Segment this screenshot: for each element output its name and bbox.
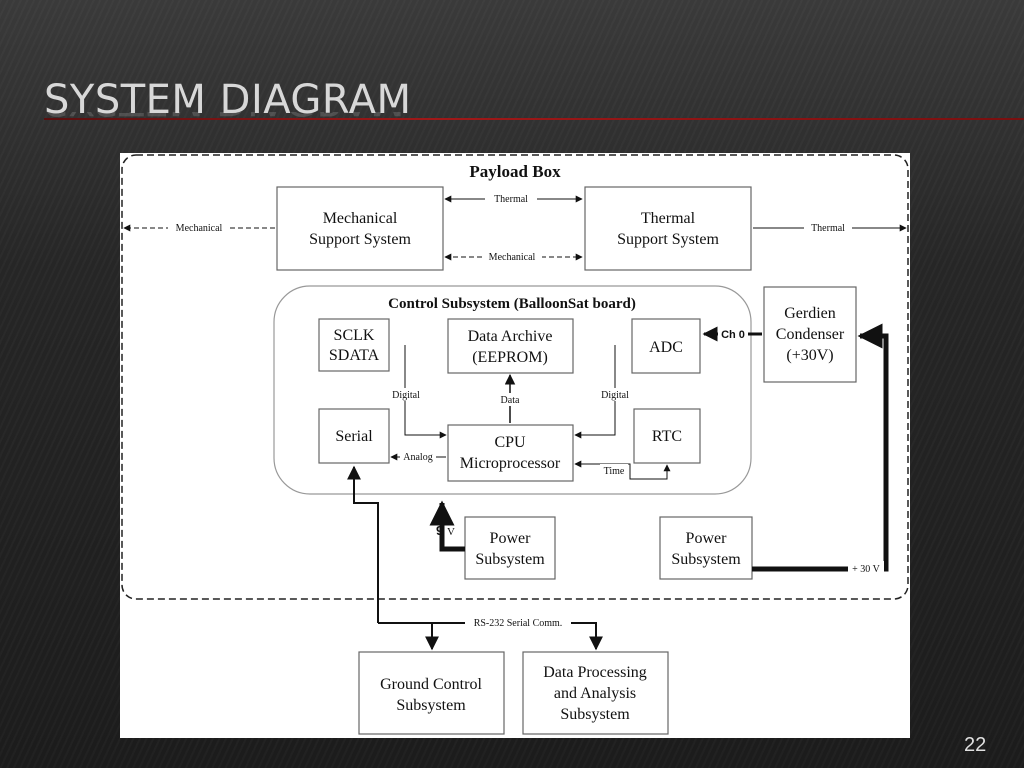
ground-control-label-1: Ground Control bbox=[380, 676, 482, 693]
power-subsystem-box-1 bbox=[464, 516, 556, 580]
power-subsystem-1-label-1: Power bbox=[490, 530, 532, 547]
title-divider bbox=[44, 118, 1024, 120]
thermal-support-box bbox=[584, 186, 752, 271]
time-label: Time bbox=[604, 466, 625, 477]
data-processing-label-3: Subsystem bbox=[560, 706, 630, 723]
gerdien-label-2: Condenser bbox=[776, 326, 845, 343]
sclk-sdata-box bbox=[318, 318, 390, 372]
digital-right-label: Digital bbox=[601, 390, 629, 401]
rtc-label: RTC bbox=[652, 428, 682, 445]
data-label: Data bbox=[501, 395, 520, 406]
power-subsystem-2-label-1: Power bbox=[686, 530, 728, 547]
payload-box-title: Payload Box bbox=[469, 162, 561, 181]
cpu-box bbox=[447, 424, 574, 482]
control-subsystem-title: Control Subsystem (BalloonSat board) bbox=[388, 296, 636, 312]
analog-label: Analog bbox=[403, 452, 432, 463]
data-archive-label-2: (EEPROM) bbox=[472, 349, 548, 366]
nine-volt-line bbox=[429, 500, 465, 552]
data-processing-label-2: and Analysis bbox=[554, 685, 636, 702]
rs232-bus bbox=[378, 622, 603, 651]
payload-box-border bbox=[121, 154, 909, 600]
mechanical-link-label: Mechanical bbox=[489, 252, 536, 263]
data-archive-box bbox=[447, 318, 574, 374]
serial-box bbox=[318, 408, 390, 464]
thermal-external-label: Thermal bbox=[811, 223, 845, 234]
slide-title: SYSTEM DIAGRAM bbox=[44, 77, 412, 123]
adc-label: ADC bbox=[649, 339, 683, 356]
digital-left-label: Digital bbox=[392, 390, 420, 401]
ground-control-box bbox=[358, 651, 505, 735]
thermal-link-label: Thermal bbox=[494, 194, 528, 205]
sdata-label: SDATA bbox=[329, 347, 380, 364]
thermal-support-label-2: Support System bbox=[617, 231, 719, 248]
data-processing-label-1: Data Processing bbox=[543, 664, 647, 681]
power-subsystem-2-label-2: Subsystem bbox=[671, 551, 741, 568]
power-subsystem-box-2 bbox=[659, 516, 753, 580]
mechanical-support-box bbox=[276, 186, 444, 271]
data-archive-label-1: Data Archive bbox=[468, 328, 553, 345]
rs232-label: RS-232 Serial Comm. bbox=[474, 618, 563, 629]
thermal-support-label-1: Thermal bbox=[641, 210, 696, 227]
slide-number: 22 bbox=[964, 734, 987, 756]
power-subsystem-1-label-2: Subsystem bbox=[475, 551, 545, 568]
mechanical-support-label-1: Mechanical bbox=[323, 210, 398, 227]
system-diagram: Payload Box Mechanical Support System Th… bbox=[120, 153, 910, 738]
rtc-box bbox=[633, 408, 701, 464]
gerdien-label-3: (+30V) bbox=[786, 347, 833, 364]
cpu-label-1: CPU bbox=[494, 434, 526, 451]
adc-box bbox=[631, 318, 701, 374]
sclk-label: SCLK bbox=[334, 327, 375, 344]
digital-right-line bbox=[574, 345, 616, 439]
rs232-line bbox=[347, 465, 379, 623]
nine-volt-digit: 9 bbox=[436, 523, 443, 538]
mechanical-external-label: Mechanical bbox=[176, 223, 223, 234]
gerdien-condenser-box bbox=[763, 286, 857, 383]
ground-control-label-2: Subsystem bbox=[396, 697, 466, 714]
serial-label: Serial bbox=[335, 428, 373, 445]
ch0-label: Ch 0 bbox=[721, 329, 745, 341]
gerdien-label-1: Gerdien bbox=[784, 305, 836, 322]
plus30v-label: + 30 V bbox=[852, 564, 880, 575]
digital-left-line bbox=[404, 345, 447, 439]
cpu-label-2: Microprocessor bbox=[460, 455, 561, 472]
nine-volt-unit: V bbox=[447, 526, 455, 538]
mechanical-support-label-2: Support System bbox=[309, 231, 411, 248]
plus30v-line bbox=[752, 323, 889, 572]
data-processing-box bbox=[522, 651, 669, 735]
